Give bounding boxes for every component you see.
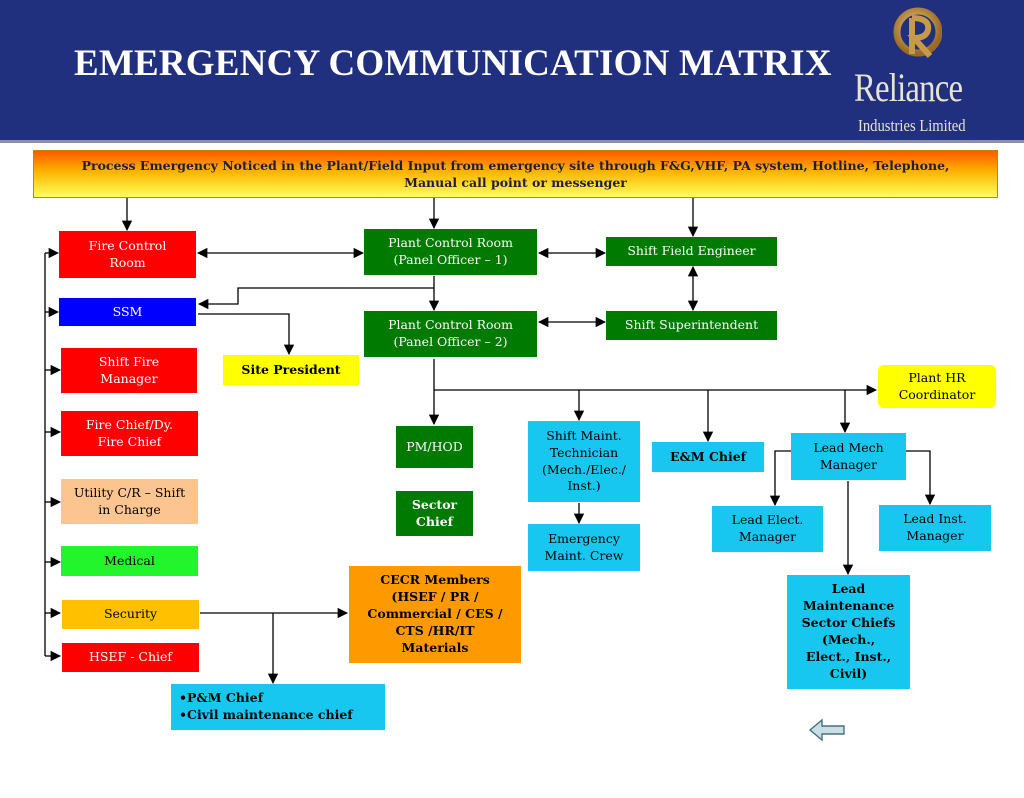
plant-control-room-1-box: Plant Control Room (Panel Officer – 1) [364,229,537,275]
shift-superintendent-box: Shift Superintendent [606,311,777,340]
pm-chief-list-box: •P&M Chief •Civil maintenance chief [171,684,385,730]
fire-chief-box: Fire Chief/Dy. Fire Chief [61,411,198,456]
left-arrow-icon[interactable] [808,718,846,742]
cecr-members-box: CECR Members (HSEF / PR / Commercial / C… [349,566,521,663]
em-chief-box: E&M Chief [652,442,764,472]
emergency-maint-crew-box: Emergency Maint. Crew [528,524,640,571]
medical-box: Medical [61,546,198,576]
plant-hr-coordinator-box: Plant HR Coordinator [878,365,996,408]
reliance-logo-mark-icon [893,7,942,58]
civil-maintenance-chief-item: •Civil maintenance chief [179,707,353,722]
emergency-input-banner: Process Emergency Noticed in the Plant/F… [33,150,998,198]
hsef-chief-box: HSEF - Chief [62,643,199,672]
shift-fire-manager-box: Shift Fire Manager [61,348,197,393]
header-divider [0,140,1024,143]
shift-field-engineer-box: Shift Field Engineer [606,237,777,266]
lead-maintenance-sector-chiefs-box: Lead Maintenance Sector Chiefs (Mech., E… [787,575,910,689]
site-president-box: Site President [223,355,359,385]
pm-chief-item: •P&M Chief [179,690,263,706]
logo-name: Reliance [854,65,963,110]
page-title: EMERGENCY COMMUNICATION MATRIX [74,43,832,84]
lead-inst-manager-box: Lead Inst. Manager [879,505,991,551]
fire-control-room-box: Fire Control Room [59,231,196,278]
shift-maint-technician-box: Shift Maint. Technician (Mech./Elec./ In… [528,421,640,502]
logo-subtitle: Industries Limited [858,116,966,135]
utility-cr-box: Utility C/R – Shift in Charge [61,479,198,524]
lead-mech-manager-box: Lead Mech Manager [791,433,906,480]
plant-control-room-2-box: Plant Control Room (Panel Officer – 2) [364,311,537,357]
sector-chief-box: Sector Chief [396,491,473,536]
reliance-logo: Reliance Industries Limited [850,2,985,138]
ssm-box: SSM [59,298,196,326]
lead-elect-manager-box: Lead Elect. Manager [712,506,823,552]
pm-hod-box: PM/HOD [396,426,473,468]
header-bar: EMERGENCY COMMUNICATION MATRIX Reliance … [0,0,1024,140]
security-box: Security [62,600,199,629]
